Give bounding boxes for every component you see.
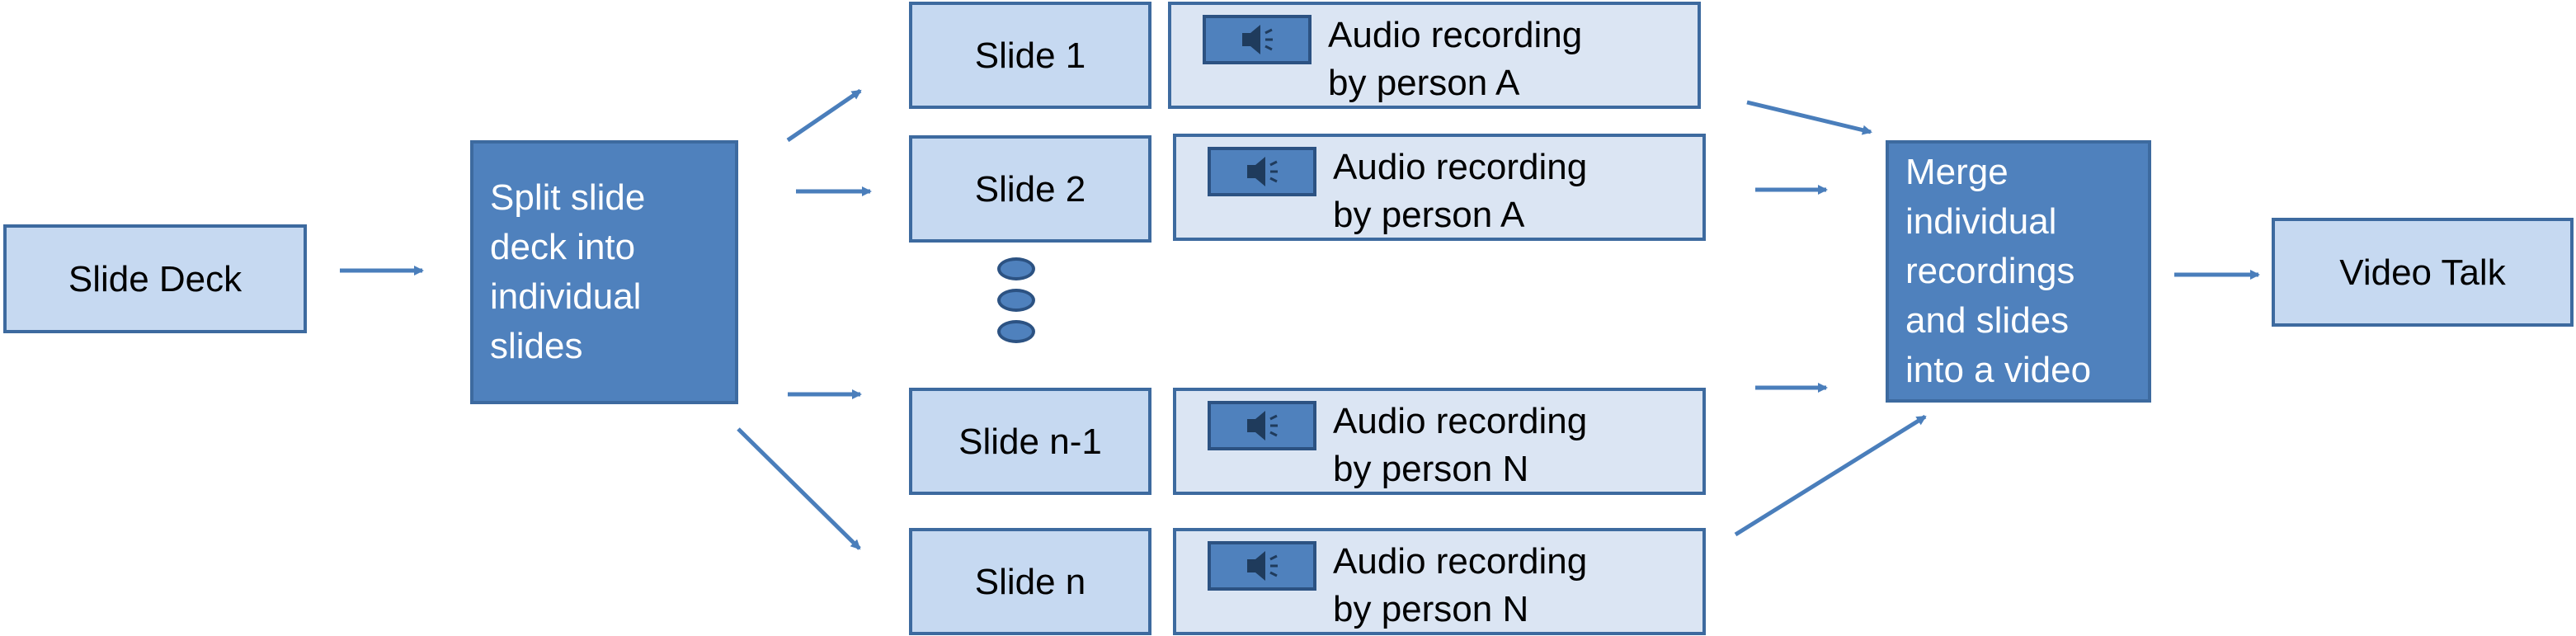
audio-recording-2: Audio recording by person A	[1173, 134, 1706, 241]
slide-label-1: Slide 1	[974, 35, 1086, 76]
slide-deck-box: Slide Deck	[3, 224, 307, 333]
split-label: Split slide deck into individual slides	[490, 177, 646, 366]
video-talk-box: Video Talk	[2272, 218, 2574, 327]
merge-box: Merge individual recordings and slides i…	[1886, 140, 2151, 403]
slide-label-n-1: Slide n-1	[958, 421, 1102, 462]
speaker-icon	[1203, 15, 1312, 64]
arrow-split-to-slide-n	[737, 427, 861, 550]
ellipsis-dot-icon	[997, 257, 1035, 280]
split-box: Split slide deck into individual slides	[470, 140, 738, 404]
speaker-icon	[1208, 541, 1316, 591]
audio-recording-n: Audio recording by person N	[1173, 528, 1706, 635]
arrow-split-to-slide1	[786, 88, 862, 143]
speaker-icon	[1208, 401, 1316, 450]
audio-recording-n-1: Audio recording by person N	[1173, 388, 1706, 495]
video-talk-label: Video Talk	[2339, 252, 2506, 293]
arrow-audio1-to-merge	[1746, 100, 1872, 135]
merge-label: Merge individual recordings and slides i…	[1905, 152, 2092, 390]
audio-label-1: Audio recording by person A	[1328, 15, 1583, 103]
audio-label-n: Audio recording by person N	[1333, 541, 1588, 629]
slide-deck-label: Slide Deck	[68, 258, 243, 299]
audio-label-2: Audio recording by person A	[1333, 147, 1588, 235]
speaker-icon	[1208, 147, 1316, 196]
audio-recording-1: Audio recording by person A	[1168, 2, 1701, 109]
slide-box-n: Slide n	[909, 528, 1151, 635]
slide-box-n-1: Slide n-1	[909, 388, 1151, 495]
slide-label-n: Slide n	[974, 561, 1086, 602]
slide-box-1: Slide 1	[909, 2, 1151, 109]
ellipsis-dot-icon	[997, 320, 1035, 343]
slide-box-2: Slide 2	[909, 135, 1151, 243]
ellipsis-dot-icon	[997, 289, 1035, 312]
audio-label-n-1: Audio recording by person N	[1333, 401, 1588, 489]
arrow-audio-n-to-merge	[1734, 414, 1927, 537]
slide-label-2: Slide 2	[974, 168, 1086, 210]
